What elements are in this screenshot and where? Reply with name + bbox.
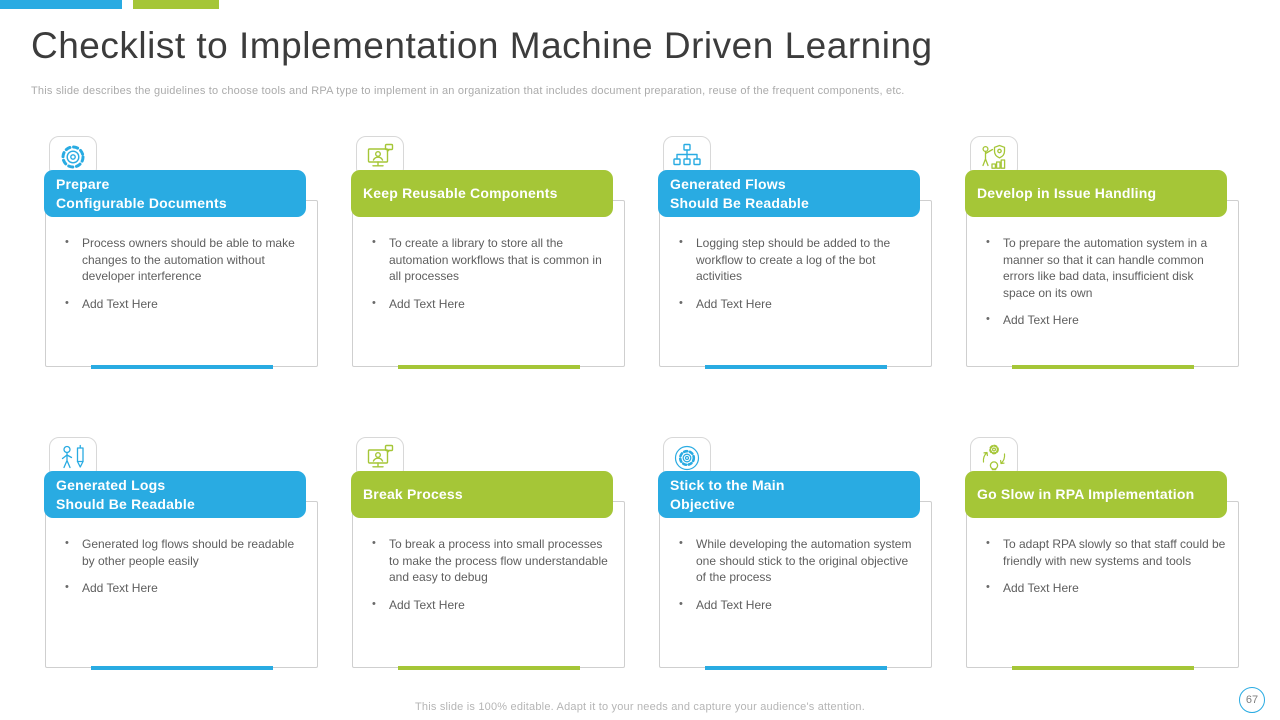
- card-title: Go Slow in RPA Implementation: [977, 486, 1195, 503]
- card-body: To prepare the automation system in a ma…: [966, 200, 1239, 367]
- bullet-item: Add Text Here: [363, 597, 612, 614]
- bullet-item: Add Text Here: [56, 580, 305, 597]
- bullet-item: Logging step should be added to the work…: [670, 235, 919, 285]
- card-accent-line: [704, 666, 887, 670]
- card-body: To adapt RPA slowly so that staff could …: [966, 501, 1239, 668]
- card-body: Process owners should be able to make ch…: [45, 200, 318, 367]
- card-accent-line: [90, 666, 273, 670]
- flow-tree-icon: [671, 141, 703, 173]
- bullet-item: Generated log flows should be readable b…: [56, 536, 305, 569]
- person-pencil-icon: [57, 442, 89, 474]
- card-bullet-list: Process owners should be able to make ch…: [56, 235, 305, 312]
- bullet-item: Add Text Here: [363, 296, 612, 313]
- bullet-item: Add Text Here: [670, 597, 919, 614]
- card-title: Develop in Issue Handling: [977, 185, 1157, 202]
- card-title-banner: Go Slow in RPA Implementation: [965, 471, 1227, 518]
- bullet-item: Add Text Here: [977, 312, 1226, 329]
- bullet-item: Add Text Here: [56, 296, 305, 313]
- card-icon-box: [970, 136, 1018, 178]
- card-bullet-list: Generated log flows should be readable b…: [56, 536, 305, 597]
- page-number-badge: 67: [1239, 687, 1265, 713]
- checklist-card: Generated log flows should be readable b…: [44, 437, 318, 670]
- footer-note: This slide is 100% editable. Adapt it to…: [415, 701, 865, 713]
- monitor-person-icon: [364, 442, 396, 474]
- card-title: Break Process: [363, 486, 463, 503]
- card-body: To create a library to store all the aut…: [352, 200, 625, 367]
- top-accent-bar-green: [133, 0, 219, 9]
- card-title-banner: Generated Flows Should Be Readable: [658, 170, 920, 217]
- checklist-card: While developing the automation system o…: [658, 437, 932, 670]
- gear-icon: [57, 141, 89, 173]
- process-cycle-icon: [978, 442, 1010, 474]
- card-bullet-list: To break a process into small processes …: [363, 536, 612, 613]
- bullet-item: Process owners should be able to make ch…: [56, 235, 305, 285]
- bullet-item: While developing the automation system o…: [670, 536, 919, 586]
- bullet-item: To adapt RPA slowly so that staff could …: [977, 536, 1226, 569]
- card-title-banner: Break Process: [351, 471, 613, 518]
- card-body: To break a process into small processes …: [352, 501, 625, 668]
- card-title: Prepare Configurable Documents: [56, 176, 227, 211]
- card-accent-line: [704, 365, 887, 369]
- card-bullet-list: To create a library to store all the aut…: [363, 235, 612, 312]
- cards-row-2: Generated log flows should be readable b…: [44, 437, 1239, 670]
- checklist-card: To prepare the automation system in a ma…: [965, 136, 1239, 369]
- bullet-item: Add Text Here: [977, 580, 1226, 597]
- card-accent-line: [1011, 666, 1194, 670]
- card-bullet-list: To prepare the automation system in a ma…: [977, 235, 1226, 329]
- gear-circle-icon: [671, 442, 703, 474]
- card-bullet-list: Logging step should be added to the work…: [670, 235, 919, 312]
- card-bullet-list: To adapt RPA slowly so that staff could …: [977, 536, 1226, 597]
- card-body: While developing the automation system o…: [659, 501, 932, 668]
- checklist-card: Logging step should be added to the work…: [658, 136, 932, 369]
- card-accent-line: [90, 365, 273, 369]
- card-title-banner: Stick to the Main Objective: [658, 471, 920, 518]
- card-title-banner: Keep Reusable Components: [351, 170, 613, 217]
- page-subtitle: This slide describes the guidelines to c…: [31, 85, 905, 97]
- bullet-item: To break a process into small processes …: [363, 536, 612, 586]
- card-accent-line: [397, 666, 580, 670]
- card-body: Generated log flows should be readable b…: [45, 501, 318, 668]
- bullet-item: To prepare the automation system in a ma…: [977, 235, 1226, 301]
- card-title-banner: Develop in Issue Handling: [965, 170, 1227, 217]
- page-title: Checklist to Implementation Machine Driv…: [31, 25, 933, 66]
- checklist-card: Process owners should be able to make ch…: [44, 136, 318, 369]
- checklist-card: To adapt RPA slowly so that staff could …: [965, 437, 1239, 670]
- card-title-banner: Generated Logs Should Be Readable: [44, 471, 306, 518]
- card-title: Generated Logs Should Be Readable: [56, 477, 195, 512]
- card-accent-line: [1011, 365, 1194, 369]
- card-title: Keep Reusable Components: [363, 185, 558, 202]
- card-bullet-list: While developing the automation system o…: [670, 536, 919, 613]
- page-number: 67: [1245, 694, 1259, 706]
- bullet-item: To create a library to store all the aut…: [363, 235, 612, 285]
- checklist-card: To create a library to store all the aut…: [351, 136, 625, 369]
- card-title-banner: Prepare Configurable Documents: [44, 170, 306, 217]
- top-accent-bar-blue: [0, 0, 122, 9]
- presenter-shield-icon: [978, 141, 1010, 173]
- bullet-item: Add Text Here: [670, 296, 919, 313]
- checklist-card: To break a process into small processes …: [351, 437, 625, 670]
- card-accent-line: [397, 365, 580, 369]
- card-title: Generated Flows Should Be Readable: [670, 176, 809, 211]
- card-title: Stick to the Main Objective: [670, 477, 785, 512]
- cards-row-1: Process owners should be able to make ch…: [44, 136, 1239, 369]
- monitor-person-icon: [364, 141, 396, 173]
- card-body: Logging step should be added to the work…: [659, 200, 932, 367]
